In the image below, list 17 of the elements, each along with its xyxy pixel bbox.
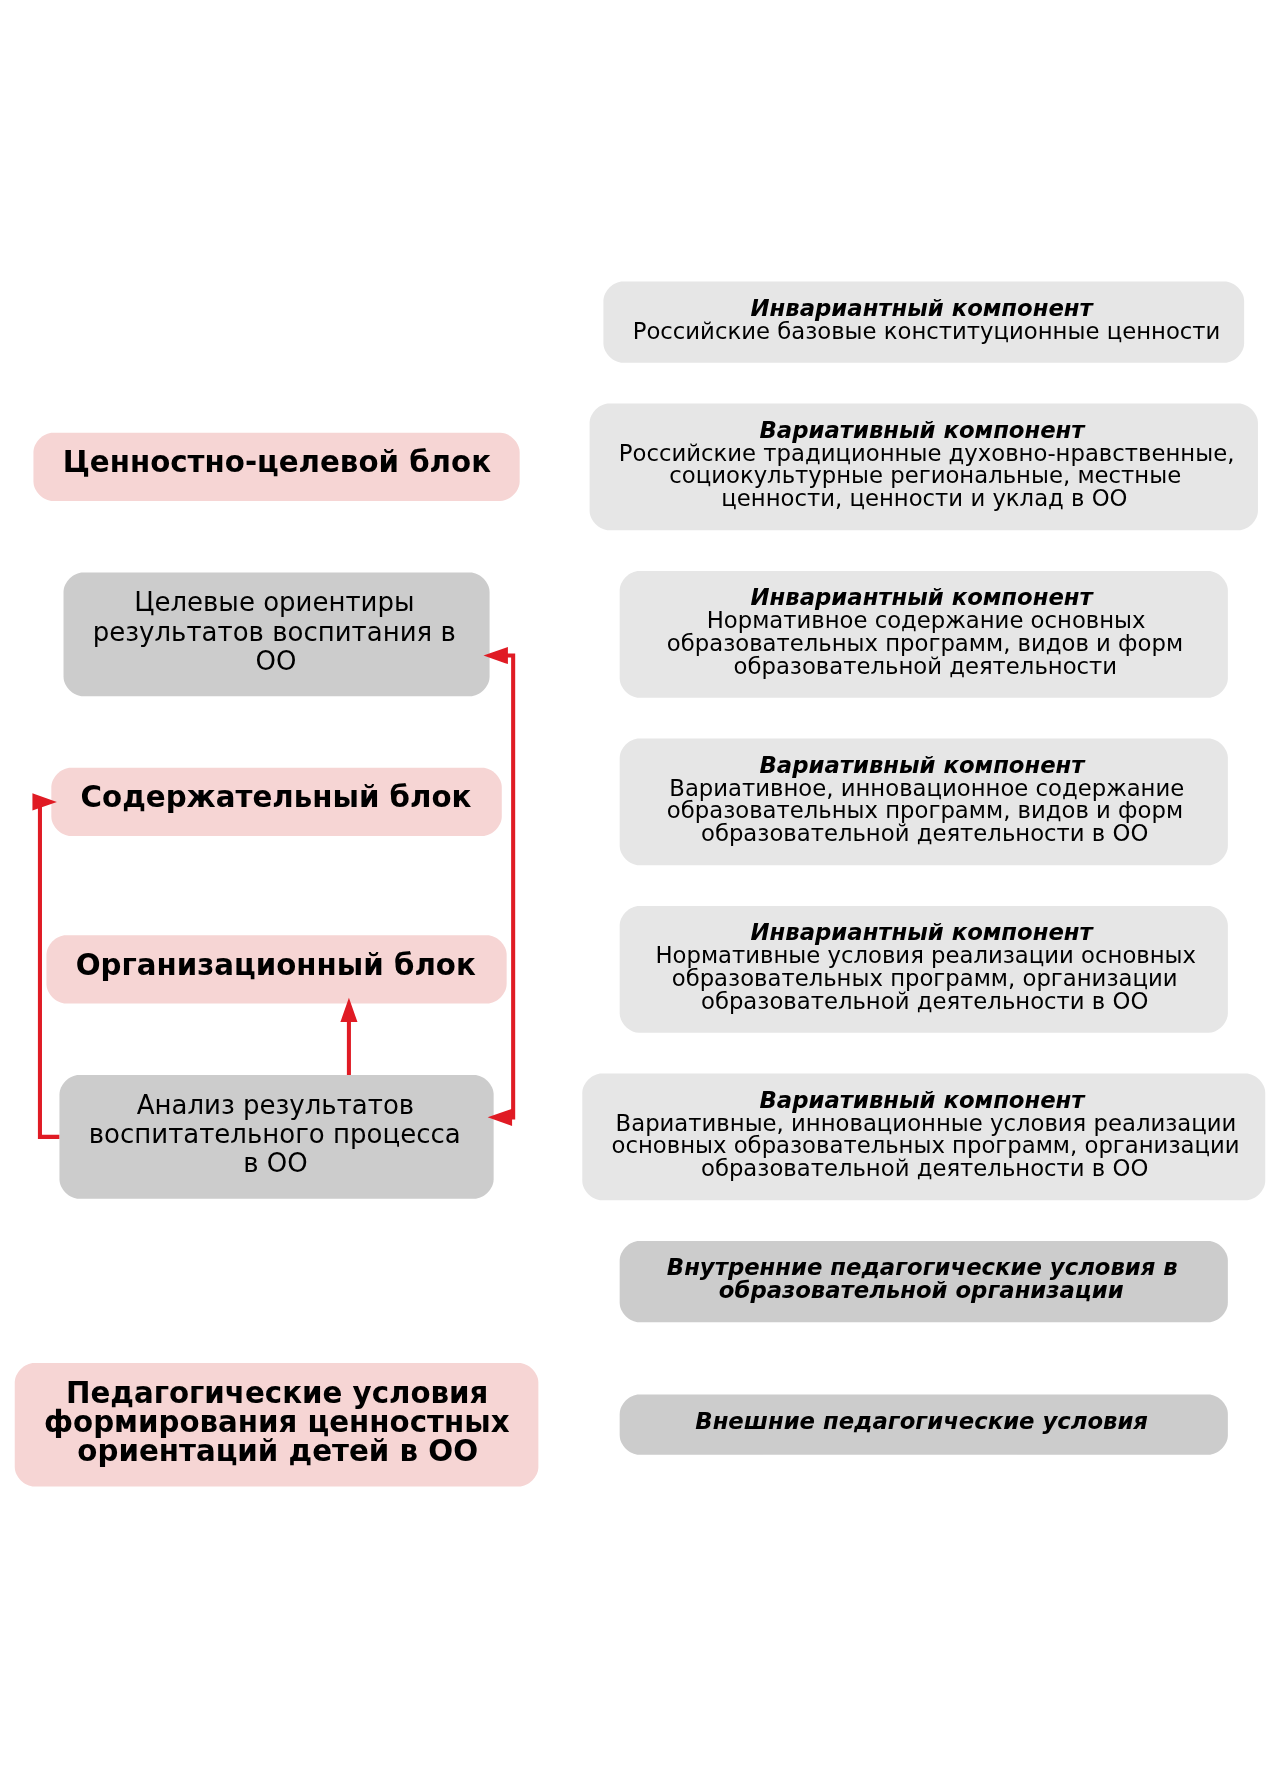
arrow <box>340 997 358 1075</box>
node-box: Ценностно-целевой блок <box>33 432 520 501</box>
node-box: Вариативный компонент Российские традиционные духовно-нравственные, социокультурные региональные, местные ценности, ценности и уклад в ОО <box>589 402 1258 530</box>
node-box: Целевые ориентиры результатов воспитания в ОО <box>63 572 490 696</box>
node-box: Содержательный блок <box>51 767 502 836</box>
node-box: Организационный блок <box>46 934 507 1003</box>
node-box: Вариативный компонент Вариативное, инновационное содержание образовательных программ, видов и форм образовательной деятельности в ОО <box>619 737 1228 865</box>
node-box: Педагогические условия формирования ценностных ориентаций детей в ОО <box>14 1362 539 1486</box>
node-box: Анализ результатов воспитательного процесса в ОО <box>59 1074 494 1199</box>
node-box: Инвариантный компонент Нормативные условия реализации основных образовательных программ, организации образовательной деятельности в ОО <box>619 905 1228 1033</box>
node-box: Внутренние педагогические условия в образовательной организации <box>619 1240 1228 1322</box>
node-box: Вариативный компонент Вариативные, инновационные условия реализации основных образовательных программ, организации образовательной деятельности в ОО <box>582 1072 1266 1200</box>
node-box: Инвариантный компонент Российские базовые конституционные ценности <box>603 281 1245 363</box>
node-box: Инвариантный компонент Нормативное содержание основных образовательных программ, видов и форм образовательной деятельности <box>619 570 1228 698</box>
arrow <box>32 792 60 1139</box>
arrow <box>483 646 516 1126</box>
node-box: Внешние педагогические условия <box>619 1394 1228 1455</box>
